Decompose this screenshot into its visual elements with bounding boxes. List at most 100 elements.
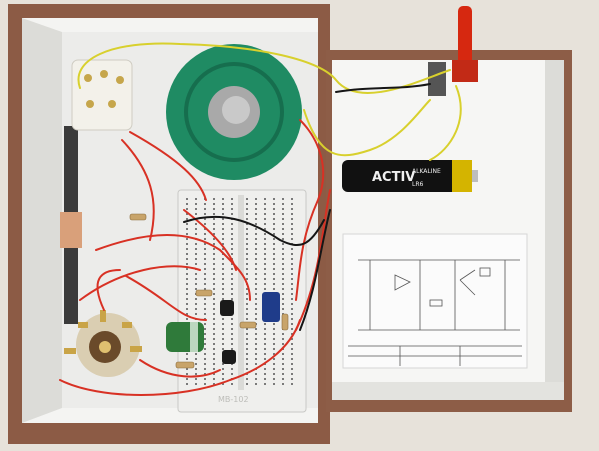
breadboard-hole <box>291 233 293 235</box>
breadboard-hole <box>213 373 215 375</box>
breadboard-hole <box>291 213 293 215</box>
breadboard-hole <box>291 208 293 210</box>
breadboard-hole <box>195 248 197 250</box>
breadboard-hole <box>264 378 266 380</box>
breadboard-hole <box>255 238 257 240</box>
breadboard-hole <box>273 353 275 355</box>
breadboard-hole <box>255 288 257 290</box>
breadboard-hole <box>246 253 248 255</box>
breadboard-hole <box>213 378 215 380</box>
breadboard-hole <box>186 203 188 205</box>
breadboard-hole <box>222 283 224 285</box>
breadboard-hole <box>231 223 233 225</box>
breadboard-hole <box>291 268 293 270</box>
battery-type-label: ALKALINE <box>412 168 441 175</box>
breadboard-hole <box>213 353 215 355</box>
breadboard-hole <box>204 348 206 350</box>
breadboard-hole <box>231 278 233 280</box>
breadboard-hole <box>186 248 188 250</box>
breadboard-hole <box>246 313 248 315</box>
black-wires <box>183 83 431 331</box>
breadboard-hole <box>222 328 224 330</box>
breadboard-hole <box>204 228 206 230</box>
breadboard-hole <box>195 303 197 305</box>
breadboard-hole <box>291 258 293 260</box>
battery-brand-label: ACTIV <box>372 170 415 185</box>
breadboard-hole <box>195 373 197 375</box>
resistors <box>129 213 289 369</box>
breadboard-hole <box>213 288 215 290</box>
banana-jack-body <box>458 6 472 66</box>
breadboard-hole <box>186 373 188 375</box>
red-wires <box>59 119 331 396</box>
breadboard-hole <box>213 198 215 200</box>
breadboard-hole <box>273 283 275 285</box>
breadboard-hole <box>282 338 284 340</box>
breadboard-hole <box>231 203 233 205</box>
electrolytic-capacitor <box>166 322 204 352</box>
breadboard-hole <box>273 223 275 225</box>
breadboard-hole <box>204 308 206 310</box>
breadboard-hole <box>204 223 206 225</box>
breadboard-hole <box>186 298 188 300</box>
breadboard-hole <box>231 198 233 200</box>
breadboard-hole <box>231 253 233 255</box>
breadboard-hole <box>213 268 215 270</box>
breadboard-hole <box>264 213 266 215</box>
breadboard-hole <box>195 368 197 370</box>
breadboard-hole <box>255 338 257 340</box>
breadboard-hole <box>264 233 266 235</box>
breadboard-hole <box>255 248 257 250</box>
breadboard-hole <box>231 333 233 335</box>
battery-body <box>342 160 472 192</box>
breadboard-hole <box>291 358 293 360</box>
breadboard-hole <box>204 213 206 215</box>
breadboard-hole <box>264 278 266 280</box>
breadboard-hole <box>204 363 206 365</box>
breadboard-hole <box>186 353 188 355</box>
breadboard-hole <box>195 203 197 205</box>
breadboard-hole <box>273 273 275 275</box>
breadboard-hole <box>273 203 275 205</box>
breadboard-hole <box>204 298 206 300</box>
breadboard-hole <box>273 253 275 255</box>
breadboard-hole <box>246 278 248 280</box>
breadboard-hole <box>246 343 248 345</box>
breadboard-hole <box>255 328 257 330</box>
breadboard-hole <box>195 278 197 280</box>
breadboard-hole <box>273 373 275 375</box>
breadboard-hole <box>264 348 266 350</box>
breadboard-hole <box>204 303 206 305</box>
breadboard-hole <box>222 278 224 280</box>
breadboard-hole <box>291 328 293 330</box>
battery-band <box>452 160 472 192</box>
breadboard-hole <box>186 318 188 320</box>
breadboard-hole <box>222 298 224 300</box>
breadboard-hole <box>222 268 224 270</box>
breadboard-hole <box>273 338 275 340</box>
breadboard-hole <box>222 238 224 240</box>
breadboard-hole <box>195 308 197 310</box>
breadboard-hole <box>282 203 284 205</box>
breadboard-hole <box>213 243 215 245</box>
breadboard-hole <box>222 368 224 370</box>
breadboard-hole <box>213 328 215 330</box>
breadboard-hole <box>264 328 266 330</box>
breadboard-hole <box>231 323 233 325</box>
breadboard-hole <box>204 368 206 370</box>
breadboard-hole <box>246 198 248 200</box>
breadboard-hole <box>246 378 248 380</box>
breadboard-hole <box>255 343 257 345</box>
breadboard-hole <box>246 263 248 265</box>
breadboard-hole <box>246 348 248 350</box>
breadboard-hole <box>255 363 257 365</box>
breadboard-hole <box>291 198 293 200</box>
breadboard-hole <box>282 228 284 230</box>
breadboard-hole <box>231 238 233 240</box>
breadboard-hole <box>282 253 284 255</box>
breadboard-hole <box>246 318 248 320</box>
breadboard-hole <box>264 338 266 340</box>
breadboard-hole <box>213 318 215 320</box>
breadboard-hole <box>195 213 197 215</box>
breadboard-hole <box>264 268 266 270</box>
